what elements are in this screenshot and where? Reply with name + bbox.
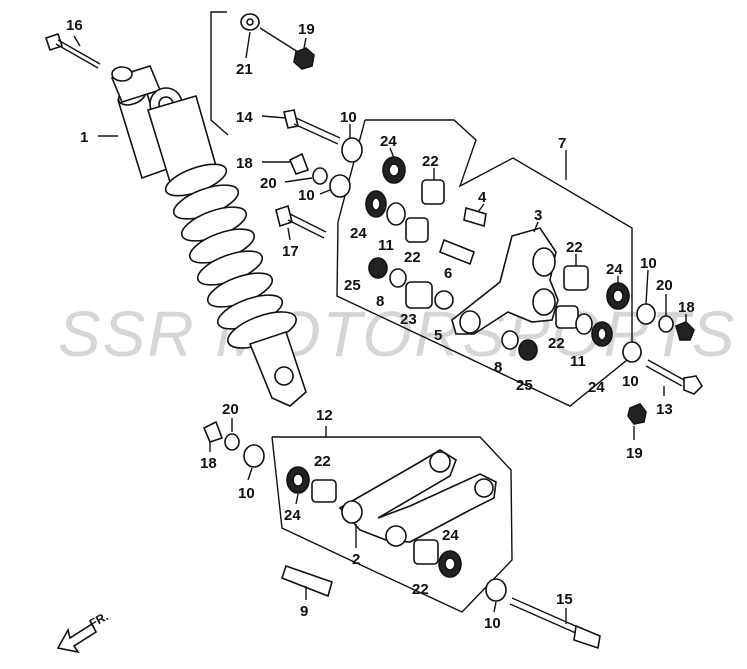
rear-shock-absorber — [110, 65, 307, 407]
part-22-bearing — [555, 305, 579, 329]
label-part-24: 24 — [442, 527, 459, 544]
part-15-bolt — [509, 597, 601, 650]
leader-lines — [73, 31, 687, 624]
part-8-washer — [389, 268, 407, 288]
part-20-washer — [312, 167, 328, 185]
label-part-22: 22 — [422, 153, 439, 170]
watermark-text: SSR MOTORSPORTS — [58, 298, 736, 370]
part-20-washer — [658, 315, 674, 333]
label-part-8: 8 — [494, 359, 502, 376]
label-part-21: 21 — [236, 61, 253, 78]
label-part-10: 10 — [298, 187, 315, 204]
label-part-20: 20 — [656, 277, 673, 294]
part-10-collar — [636, 303, 656, 325]
part-19-nut — [293, 47, 315, 70]
label-part-15: 15 — [556, 591, 573, 608]
part-10-collar — [329, 174, 351, 198]
label-part-19: 19 — [298, 21, 315, 38]
label-part-18: 18 — [200, 455, 217, 472]
label-part-19: 19 — [626, 445, 643, 462]
part-25-seal — [518, 339, 538, 361]
part-19-nut — [627, 403, 647, 425]
part-22-bearing — [563, 265, 589, 291]
part-13-bolt — [645, 359, 704, 395]
part-16-bolt — [44, 32, 101, 69]
part-8-washer — [501, 330, 519, 350]
part-10-collar — [243, 444, 265, 468]
part-14-bolt — [283, 109, 341, 145]
label-part-22: 22 — [412, 581, 429, 598]
label-part-25: 25 — [516, 377, 533, 394]
part-3-cushion-arm — [451, 227, 559, 335]
label-part-3: 3 — [534, 207, 542, 224]
part-4-spacer — [463, 206, 487, 228]
label-part-7: 7 — [558, 135, 566, 152]
label-part-14: 14 — [236, 109, 253, 126]
label-part-24: 24 — [588, 379, 605, 396]
label-part-2: 2 — [352, 551, 360, 568]
part-22-bearing — [413, 539, 439, 565]
label-part-4: 4 — [478, 189, 487, 206]
part-18-cap — [202, 420, 224, 443]
part-17-bolt — [275, 204, 327, 239]
part-25-seal — [368, 257, 388, 279]
label-part-24: 24 — [284, 507, 301, 524]
part-11-washer — [386, 202, 406, 226]
label-part-24: 24 — [350, 225, 367, 242]
label-part-20: 20 — [222, 401, 239, 418]
group-box-7 — [336, 119, 633, 407]
part-22-bearing — [421, 179, 445, 205]
part-10-collar — [485, 578, 507, 602]
label-part-10: 10 — [640, 255, 657, 272]
label-part-22: 22 — [548, 335, 565, 352]
label-part-17: 17 — [282, 243, 299, 260]
part-18-cap — [288, 152, 310, 175]
label-part-6: 6 — [444, 265, 452, 282]
label-part-22: 22 — [566, 239, 583, 256]
label-part-18: 18 — [678, 299, 695, 316]
label-part-1: 1 — [80, 129, 88, 146]
label-part-11: 11 — [378, 237, 394, 254]
label-part-12: 12 — [316, 407, 333, 424]
part-23-bearing — [405, 281, 433, 309]
part-22-bearing — [405, 217, 429, 243]
label-part-9: 9 — [300, 603, 308, 620]
label-part-10: 10 — [340, 109, 357, 126]
label-part-5: 5 — [434, 327, 442, 344]
part-10-collar — [622, 341, 642, 363]
part-6-spacer — [439, 238, 475, 266]
label-part-10: 10 — [484, 615, 501, 632]
part-18-cap — [675, 321, 695, 341]
part-5-collar — [434, 290, 454, 310]
part-number-labels: 16 1 21 19 14 10 18 20 10 17 24 22 4 7 2… — [66, 17, 695, 632]
part-11-washer — [575, 313, 593, 335]
part-22-bearing — [311, 479, 337, 503]
label-part-16: 16 — [66, 17, 83, 34]
label-part-11: 11 — [570, 353, 586, 370]
label-part-10: 10 — [622, 373, 639, 390]
shock-spring — [164, 163, 297, 349]
label-part-20: 20 — [260, 175, 277, 192]
label-part-22: 22 — [314, 453, 331, 470]
label-part-23: 23 — [400, 311, 417, 328]
label-part-8: 8 — [376, 293, 384, 310]
label-part-24: 24 — [606, 261, 623, 278]
label-part-25: 25 — [344, 277, 361, 294]
front-direction-arrow: FR. — [56, 609, 110, 654]
label-part-22: 22 — [404, 249, 421, 266]
part-9-spacer — [281, 564, 333, 598]
label-part-13: 13 — [656, 401, 673, 418]
part-10-collar — [341, 137, 363, 163]
label-part-10: 10 — [238, 485, 255, 502]
label-part-24: 24 — [380, 133, 397, 150]
part-2-connecting-rod — [338, 449, 497, 547]
part-20-washer — [224, 433, 240, 451]
label-part-18: 18 — [236, 155, 253, 172]
